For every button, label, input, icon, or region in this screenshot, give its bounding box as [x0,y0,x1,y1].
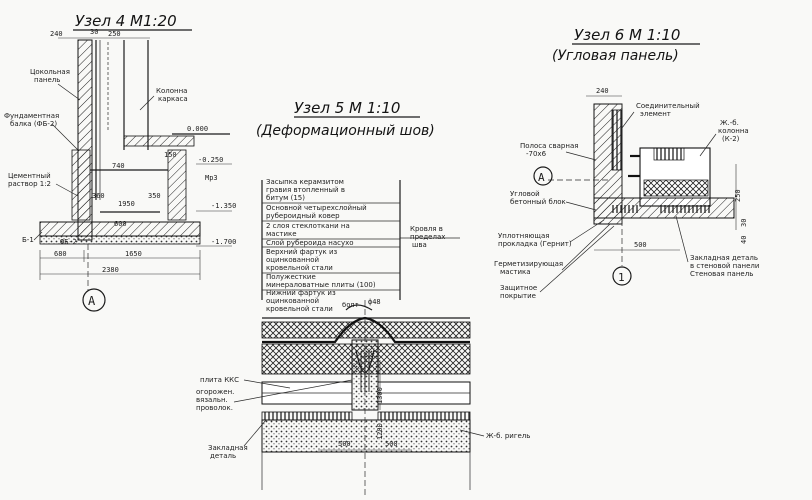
node4-title: Узел 4 М1:20 [75,12,177,30]
node5-layer-6: 2 слоя стеклоткани на [266,222,350,230]
node4-b1-mark: ФБ-2 [60,238,77,246]
node5-layer-7: мастике [266,230,297,238]
node6-dim-240: 240 [596,87,609,95]
node5-layer-11: кровельной стали [266,264,333,272]
node5-subtitle: (Деформационный шов) [256,123,435,139]
node5-layer-9: Верхний фартук из [266,248,338,256]
node6-label-seal-1: Уплотняющая [498,232,549,240]
node5-layer-2: гравия втопленный в [266,186,345,194]
node5-label-embedded-1: Закладная [208,444,248,452]
node6-label-seal-2: прокладка (Гернит) [498,240,572,248]
node4-label-cement-2: раствор 1:2 [8,180,51,188]
node6-title: Узел 6 М 1:10 [574,26,680,44]
node4-dim-360: 360 [92,192,105,200]
node4-dim-680: 680 [54,250,67,258]
node5-label-wire-2: вязальн. [196,396,228,404]
node6-label-column-2: колонна [718,127,749,135]
node5-label-embedded-2: деталь [210,452,236,460]
node6-label-cover-1: Защитное [500,284,537,292]
node5-layer-4: Основной четырехслойный [266,204,367,212]
node4-label-plinth-1: Цокольная [30,68,70,76]
node6-label-block-2: бетонный блок [510,198,566,206]
node6-label-embed-1: Закладная деталь [690,254,758,262]
node5-side-note-3: шва [412,241,427,249]
node4-level-m1700: -1.700 [211,238,236,246]
node4-dim-740: 740 [112,162,125,170]
node6-subtitle: (Угловая панель) [552,48,679,64]
node6-dim-250: 250 [734,189,742,202]
node6-label-column-1: Ж.-б. [720,119,739,127]
node4-detail: Узел 4 М1:20 240 30 250 0.000 -0.250 Мр3… [4,12,236,312]
node4-axis-a-label: А [88,294,96,308]
node5-dim-500b: 500 [385,440,398,448]
node6-label-wall-panel: Стеновая панель [690,270,753,278]
node4-dim-250: 250 [108,30,121,38]
node5-layer-1: Засыпка керамзитом [266,178,344,186]
node5-label-wire-3: проволок. [196,404,233,412]
node5-layer-13: минераловатные плиты (100) [266,281,376,289]
node4-label-beam-2: балка (ФБ-2) [10,120,57,128]
node5-layer-10: оцинкованной [266,256,319,264]
node6-label-connector-2: элемент [640,110,671,118]
node5-label-beam: Ж-б. ригель [486,432,530,440]
node4-label-plinth-2: панель [34,76,60,84]
node4-dim-1950: 1950 [118,200,135,208]
node6-label-strip-2: -70х6 [526,150,547,158]
node5-label-slab: плита ККС [200,376,239,384]
node6-label-block-1: Угловой [510,190,540,198]
node5-detail: Узел 5 М 1:10 (Деформационный шов) Засып… [196,99,530,495]
node6-axis-1-label: 1 [618,271,625,284]
node4-level-0: 0.000 [187,125,208,133]
node4-dim-1650: 1650 [125,250,142,258]
node5-title: Узел 5 М 1:10 [294,99,400,117]
node6-dim-40: 40 [740,236,748,244]
node5-layer-12: Полужесткие [266,273,316,281]
node4-axis-a-marker [82,288,106,312]
node5-layer-8: Слой рубероида насухо [266,239,354,247]
node4-label-column-1: Колонна [156,87,187,95]
node6-axis-a-label: А [538,171,545,184]
node6-dim-30: 30 [740,219,748,227]
node6-detail: Узел 6 М 1:10 (Угловая панель) 240 250 3… [494,26,759,300]
node6-label-strip-1: Полоса сварная [520,142,578,150]
node4-label-cement-1: Цементный [8,172,51,180]
node5-layer-14: Нижний фартук из [266,289,336,297]
node5-side-note-2: пределах [410,233,445,241]
node5-dim-1200: 1200 [376,423,384,440]
node4-level-m250: -0.250 [198,156,223,164]
node4-dim-2380: 2380 [102,266,119,274]
node6-label-mastic-1: Герметизирующая [494,260,563,268]
node6-axis-1-marker [612,266,632,286]
node4-level-m1350: -1.350 [211,202,236,210]
node6-label-mastic-2: мастика [500,268,531,276]
node6-dim-500: 500 [634,241,647,249]
node5-side-note-1: Кровля в [410,225,443,233]
node4-label-b1: Б-1 [22,236,34,244]
node4-dim-240: 240 [50,30,63,38]
node6-label-embed-2: в стеновой панели [690,262,759,270]
node4-dim-350: 350 [148,192,161,200]
node6-label-cover-2: покрытие [500,292,536,300]
node5-layer-16: кровельной стали [266,305,333,313]
node5-dim-500a: 500 [338,440,351,448]
node5-layer-15: оцинкованной [266,297,319,305]
node5-label-wire-1: огорожен. [196,388,234,396]
node4-label-beam-1: Фундаментная [4,112,59,120]
node4-dim-30: 30 [90,28,98,36]
node4-mu3: Мр3 [205,174,218,182]
node5-label-bolt-dia: ф48 [368,298,381,306]
node5-layer-5: рубероидный ковер [266,212,340,220]
node5-dim-1300: 1300 [376,387,384,404]
node6-axis-a-marker [533,166,553,186]
node6-label-column-3: (К-2) [722,135,740,143]
node4-label-column-2: каркаса [158,95,188,103]
node5-label-bolt: болт [342,301,359,309]
node4-dim-150: 150 [164,151,177,159]
node5-layer-3: битум (15) [266,194,305,202]
node6-label-connector-1: Соединительный [636,102,700,110]
node5-layer-list: Засыпка керамзитом гравия втопленный в б… [266,178,376,313]
